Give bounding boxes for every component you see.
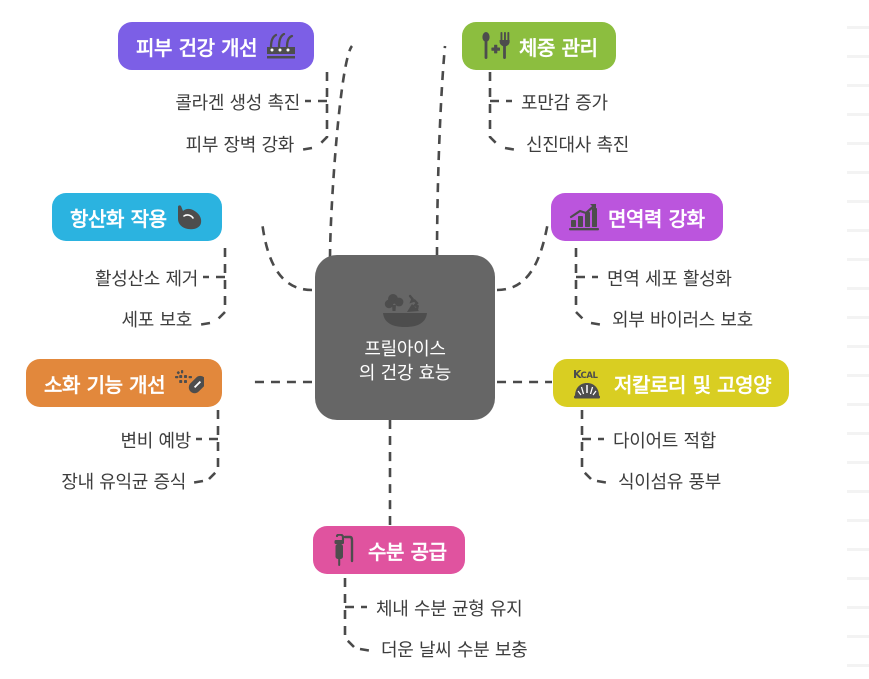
link-immunity-child-2 bbox=[590, 321, 604, 327]
fork-spoon-icon bbox=[480, 31, 510, 61]
bar-chart-up-icon bbox=[569, 203, 599, 231]
leaf-immunity-2: 외부 바이러스 보호 bbox=[612, 310, 753, 331]
leaf-skin-1: 콜라겐 생성 촉진 bbox=[175, 93, 300, 114]
leaf-immunity-1: 면역 세포 활성화 bbox=[607, 269, 732, 290]
link-center-weight bbox=[435, 45, 447, 257]
link-antioxidant-spine bbox=[215, 248, 227, 322]
link-antioxidant-child-2 bbox=[197, 321, 211, 327]
leaf-weight-2: 신진대사 촉진 bbox=[526, 135, 629, 156]
leaf-digestion-2: 장내 유익균 증식 bbox=[61, 472, 186, 493]
branch-lowcal-label: 저칼로리 및 고영양 bbox=[614, 372, 772, 397]
branch-antioxidant-pill[interactable]: 항산화 작용 bbox=[52, 193, 222, 241]
leaf-antioxidant-1: 활성산소 제거 bbox=[95, 269, 198, 290]
leaf-antioxidant-2: 세포 보호 bbox=[121, 310, 193, 331]
link-digestion-child-2 bbox=[190, 479, 204, 485]
ruled-paper-lines bbox=[847, 0, 869, 679]
branch-weight-label: 체중 관리 bbox=[519, 35, 598, 60]
branch-hydration[interactable]: 수분 공급 bbox=[313, 526, 465, 574]
branch-lowcal-pill[interactable]: 저칼로리 및 고영양 K CAL bbox=[553, 359, 790, 407]
link-lowcal-spine bbox=[580, 410, 592, 480]
svg-text:K: K bbox=[573, 368, 582, 381]
link-hydration-spine bbox=[343, 578, 355, 648]
link-center-skin bbox=[328, 45, 354, 259]
leaf-digestion-1: 변비 예방 bbox=[120, 431, 192, 452]
branch-hydration-pill[interactable]: 수분 공급 bbox=[313, 526, 465, 574]
link-center-immunity bbox=[496, 221, 550, 292]
flexed-biceps-icon bbox=[176, 204, 204, 230]
branch-immunity-label: 면역력 강화 bbox=[608, 206, 705, 231]
skin-follicle-icon bbox=[266, 33, 296, 59]
branch-weight[interactable]: 체중 관리 bbox=[462, 22, 616, 70]
link-skin-child-2 bbox=[299, 146, 313, 152]
leaf-hydration-2: 더운 날씨 수분 보충 bbox=[381, 640, 528, 661]
center-node[interactable]: 프릴아이스 의 건강 효능 bbox=[315, 255, 495, 420]
kcal-scale-icon: K CAL bbox=[571, 366, 605, 400]
leaf-hydration-1: 체내 수분 균형 유지 bbox=[376, 599, 523, 620]
branch-skin-label: 피부 건강 개선 bbox=[136, 35, 258, 60]
iv-drip-icon bbox=[331, 534, 359, 566]
link-digestion-spine bbox=[208, 410, 220, 480]
branch-immunity-pill[interactable]: 면역력 강화 bbox=[551, 193, 723, 241]
svg-text:CAL: CAL bbox=[581, 371, 599, 381]
link-lowcal-child-2 bbox=[596, 479, 610, 485]
leaf-lowcal-1: 다이어트 적합 bbox=[613, 431, 716, 452]
branch-hydration-label: 수분 공급 bbox=[368, 539, 447, 564]
leaf-skin-2: 피부 장벽 강화 bbox=[185, 135, 295, 156]
branch-digestion[interactable]: 소화 기능 개선 bbox=[26, 359, 223, 407]
branch-digestion-label: 소화 기능 개선 bbox=[44, 372, 166, 397]
salad-bowl-icon bbox=[379, 290, 431, 332]
capsule-pill-icon bbox=[174, 369, 205, 397]
link-weight-spine bbox=[488, 72, 500, 147]
leaf-lowcal-2: 식이섬유 풍부 bbox=[618, 472, 721, 493]
branch-antioxidant[interactable]: 항산화 작용 bbox=[52, 193, 222, 241]
center-node-label: 프릴아이스 의 건강 효능 bbox=[358, 339, 452, 384]
branch-weight-pill[interactable]: 체중 관리 bbox=[462, 22, 616, 70]
branch-skin-pill[interactable]: 피부 건강 개선 bbox=[118, 22, 315, 70]
branch-immunity[interactable]: 면역력 강화 bbox=[551, 193, 723, 241]
branch-digestion-pill[interactable]: 소화 기능 개선 bbox=[26, 359, 223, 407]
branch-antioxidant-label: 항산화 작용 bbox=[70, 206, 167, 231]
link-center-antioxidant bbox=[260, 221, 313, 292]
branch-skin[interactable]: 피부 건강 개선 bbox=[118, 22, 315, 70]
branch-lowcal[interactable]: 저칼로리 및 고영양 K CAL bbox=[553, 359, 790, 407]
link-immunity-spine bbox=[574, 248, 586, 322]
link-weight-child-2 bbox=[504, 146, 518, 152]
link-hydration-child-2 bbox=[359, 647, 373, 653]
link-skin-spine bbox=[317, 72, 329, 147]
leaf-weight-1: 포만감 증가 bbox=[521, 93, 608, 114]
